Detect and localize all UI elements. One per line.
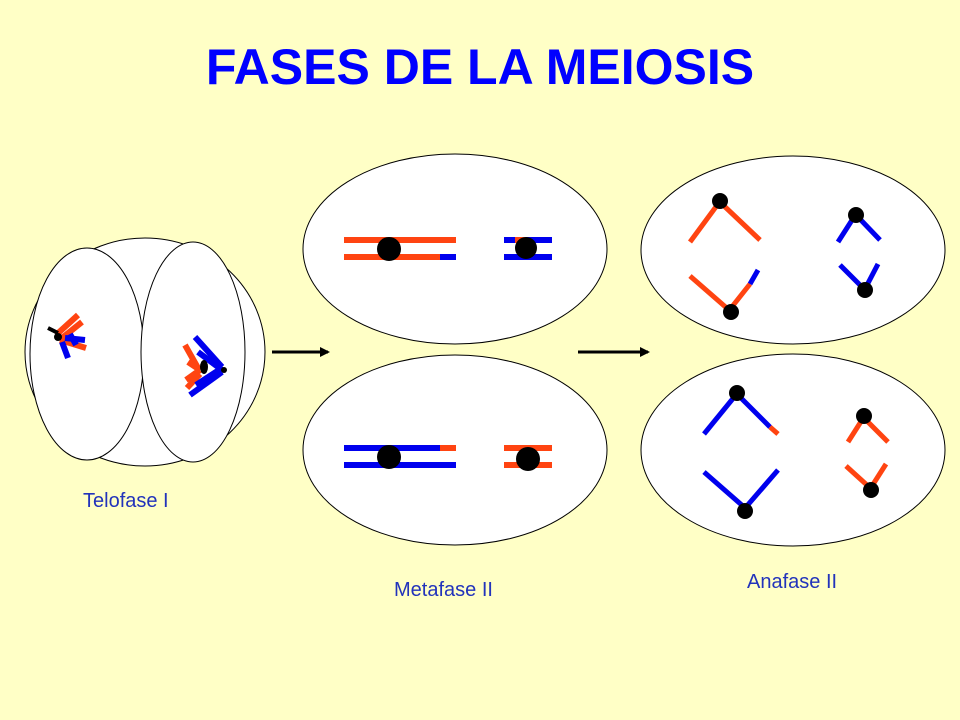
page-title: FASES DE LA MEIOSIS <box>205 39 755 95</box>
telofase1-cell <box>24 237 266 467</box>
metafase2-top-cell <box>302 153 608 345</box>
telofase1-right-chromosomes <box>182 334 227 398</box>
anafase2-top-cell <box>640 155 946 345</box>
telofase1-left-chromosomes <box>47 312 87 360</box>
label-telofase-1: Telofase I <box>83 490 169 512</box>
anafase2-bottom-cell <box>640 353 946 547</box>
metafase2-bottom-cell <box>302 354 608 546</box>
label-anafase-2: Anafase II <box>747 571 838 593</box>
label-metafase-2: Metafase II <box>394 579 493 601</box>
